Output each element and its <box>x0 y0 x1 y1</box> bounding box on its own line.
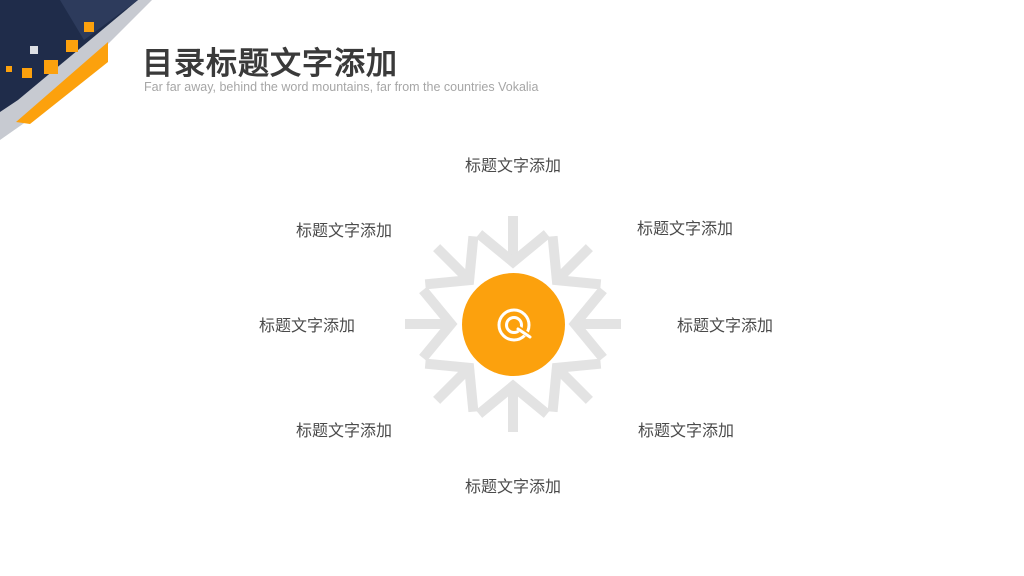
label-left: 标题文字添加 <box>258 316 356 335</box>
arrow-top-right <box>547 235 602 290</box>
hub-circle <box>462 273 565 376</box>
label-bottom-left: 标题文字添加 <box>295 421 393 440</box>
label-right: 标题文字添加 <box>676 316 774 335</box>
label-bottom-right: 标题文字添加 <box>637 421 735 440</box>
arrow-bottom <box>475 379 551 432</box>
label-top: 标题文字添加 <box>464 156 562 175</box>
arrow-bottom-left <box>424 358 479 413</box>
page-subtitle: Far far away, behind the word mountains,… <box>144 80 539 94</box>
target-icon <box>497 308 531 341</box>
page-title: 目录标题文字添加 <box>142 46 398 82</box>
arrow-top-left <box>424 235 479 290</box>
label-top-left: 标题文字添加 <box>295 221 393 240</box>
arrow-top <box>475 216 551 269</box>
label-top-right: 标题文字添加 <box>636 219 734 238</box>
arrow-left <box>405 286 458 362</box>
arrow-bottom-right <box>547 358 602 413</box>
label-bottom: 标题文字添加 <box>464 477 562 496</box>
arrow-right <box>568 286 621 362</box>
corner-decoration <box>0 0 152 140</box>
